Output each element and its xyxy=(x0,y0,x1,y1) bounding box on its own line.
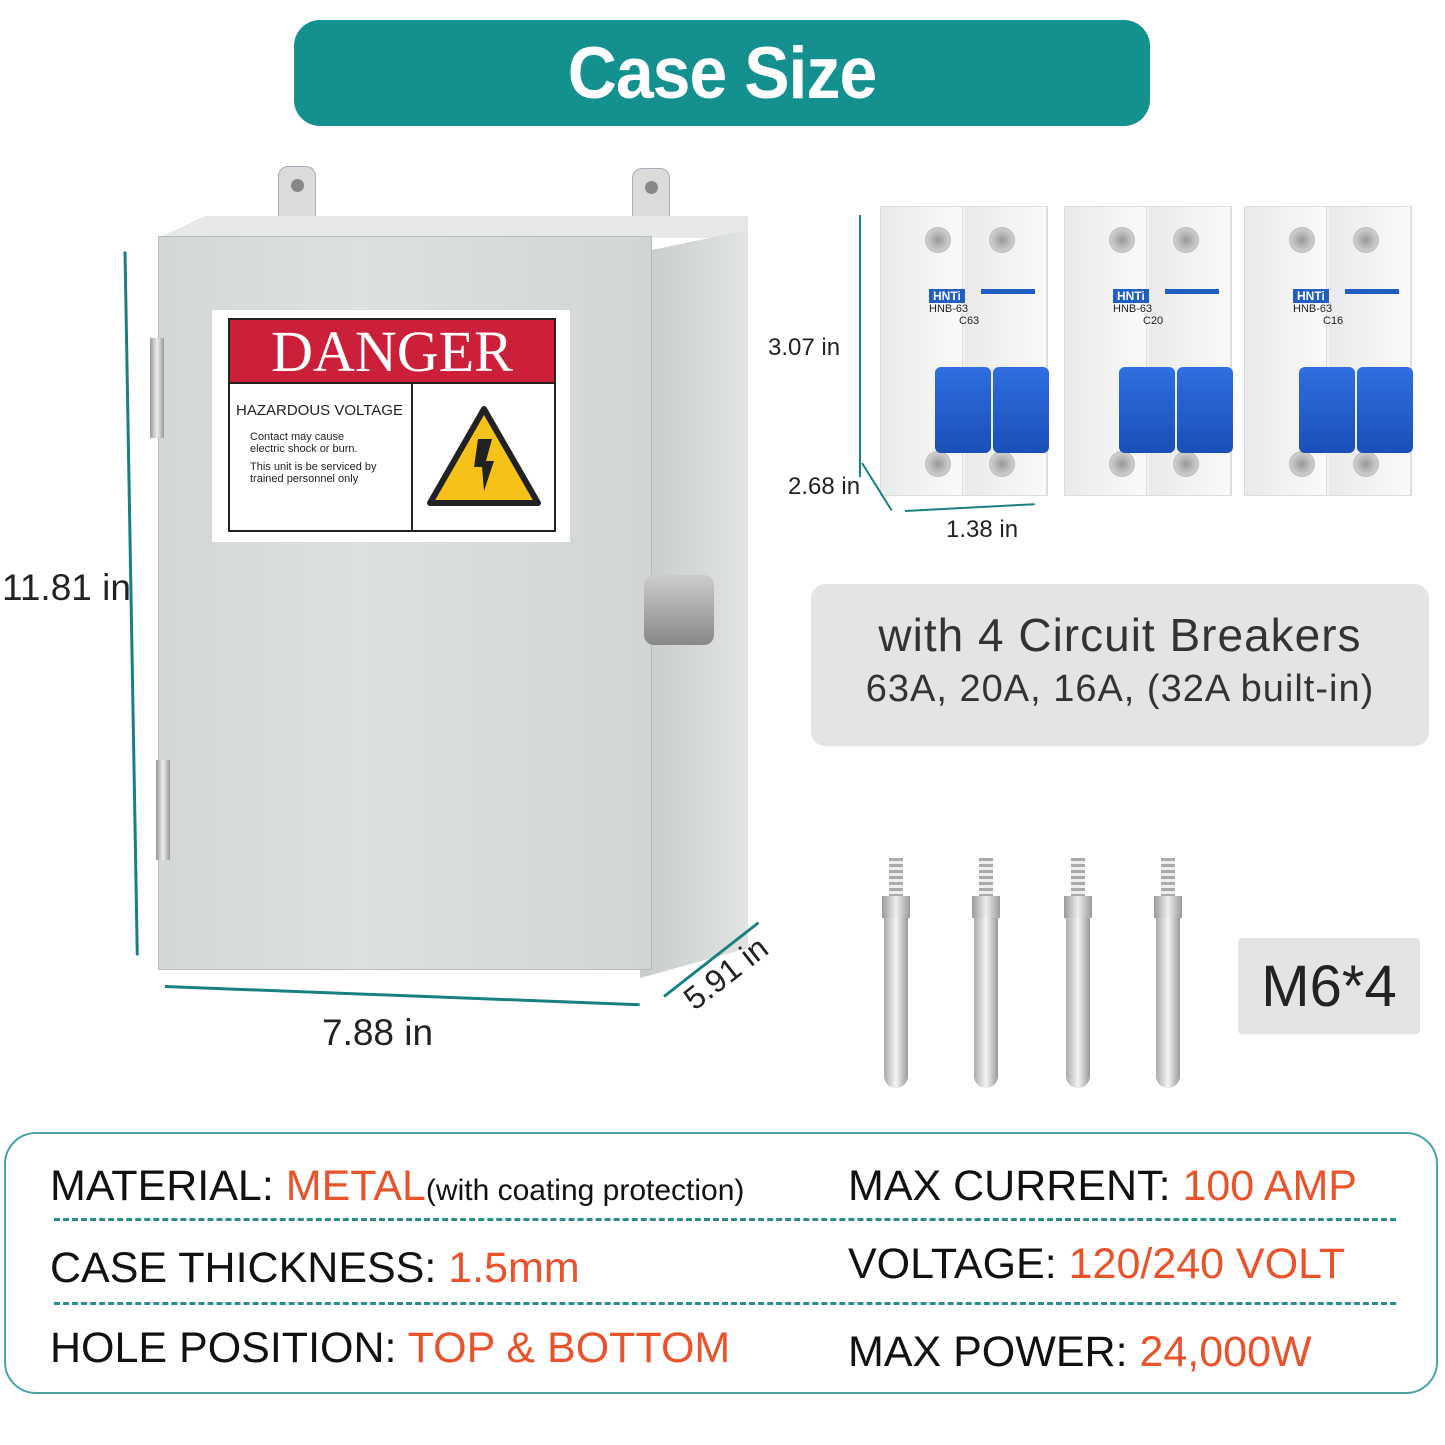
breaker-brand: HNTi xyxy=(1113,289,1149,303)
breaker-model: HNB-63 xyxy=(929,303,969,315)
spec-max-current: MAX CURRENT: 100 AMP xyxy=(848,1162,1357,1211)
breaker-width-label: 1.38 in xyxy=(946,516,1019,543)
mounting-tab xyxy=(632,168,670,220)
screw-icon xyxy=(925,227,951,253)
circuit-breaker: HNTi HNB-63 C63 xyxy=(880,206,1049,496)
screw-icon xyxy=(1289,451,1315,477)
spec-case-thickness: CASE THICKNESS: 1.5mm xyxy=(50,1244,580,1293)
breaker-toggle xyxy=(1357,367,1413,453)
spec-voltage: VOLTAGE: 120/240 VOLT xyxy=(848,1240,1345,1289)
specifications-panel: MATERIAL: METAL(with coating protection)… xyxy=(4,1132,1438,1394)
circuit-breaker: HNTi HNB-63 C20 xyxy=(1064,206,1233,496)
breaker-toggle xyxy=(993,367,1049,453)
title-banner: Case Size xyxy=(294,20,1150,126)
circuit-breakers-callout: with 4 Circuit Breakers 63A, 20A, 16A, (… xyxy=(811,584,1429,746)
spec-note: (with coating protection) xyxy=(425,1174,745,1207)
screw-icon xyxy=(989,227,1015,253)
box-height-label: 11.81 in xyxy=(2,567,131,608)
spec-label: CASE THICKNESS: xyxy=(50,1244,449,1292)
spec-label: MAX POWER: xyxy=(848,1328,1140,1376)
breaker-toggle xyxy=(1299,367,1355,453)
screw-icon xyxy=(1173,451,1199,477)
breaker-height-line xyxy=(859,215,861,477)
door-latch xyxy=(644,575,714,645)
breaker-stripe xyxy=(1345,289,1399,294)
enclosure-top xyxy=(158,216,748,238)
spec-hole-position: HOLE POSITION: TOP & BOTTOM xyxy=(50,1324,730,1373)
spec-value: 1.5mm xyxy=(448,1244,580,1292)
breaker-rating: C16 xyxy=(1323,315,1344,327)
screw-icon xyxy=(1353,451,1379,477)
spec-max-power: MAX POWER: 24,000W xyxy=(848,1328,1312,1377)
page-title: Case Size xyxy=(567,31,878,115)
spec-value: 120/240 VOLT xyxy=(1068,1240,1346,1288)
breaker-toggle xyxy=(1119,367,1175,453)
spec-label: VOLTAGE: xyxy=(848,1240,1069,1288)
spec-label: MATERIAL: xyxy=(50,1162,286,1210)
breaker-model: HNB-63 xyxy=(1113,303,1153,315)
danger-header: DANGER xyxy=(230,320,554,384)
expansion-bolt xyxy=(1152,858,1184,1098)
expansion-bolt xyxy=(970,858,1002,1098)
spec-label: MAX CURRENT: xyxy=(848,1162,1183,1210)
mounting-tab xyxy=(278,166,316,218)
breaker-stripe xyxy=(981,289,1035,294)
danger-label: DANGER HAZARDOUS VOLTAGE Contact may cau… xyxy=(212,310,570,542)
breaker-stripe xyxy=(1165,289,1219,294)
circuit-breakers-ratings: 63A, 20A, 16A, (32A built-in) xyxy=(865,668,1375,710)
spec-value: METAL xyxy=(285,1162,426,1210)
breaker-brand: HNTi xyxy=(1293,289,1329,303)
expansion-bolt xyxy=(880,858,912,1098)
breaker-height-label: 3.07 in xyxy=(768,334,841,361)
breaker-width-line xyxy=(904,503,1035,512)
screw-icon xyxy=(925,451,951,477)
spec-value: TOP & BOTTOM xyxy=(407,1324,731,1372)
circuit-breaker: HNTi HNB-63 C16 xyxy=(1244,206,1413,496)
danger-text: This unit is be serviced by trained pers… xyxy=(250,461,377,485)
screw-icon xyxy=(1173,227,1199,253)
screw-icon xyxy=(1109,451,1135,477)
spec-value: 100 AMP xyxy=(1182,1162,1357,1210)
divider xyxy=(54,1302,1396,1305)
divider xyxy=(54,1218,1396,1221)
screw-icon xyxy=(1289,227,1315,253)
screw-icon xyxy=(1353,227,1379,253)
screw-icon xyxy=(989,451,1015,477)
spec-label: HOLE POSITION: xyxy=(50,1324,408,1372)
breaker-rating: C63 xyxy=(959,315,980,327)
circuit-breakers-title: with 4 Circuit Breakers xyxy=(878,609,1362,661)
breaker-depth-label: 2.68 in xyxy=(788,473,861,500)
screw-icon xyxy=(1109,227,1135,253)
breaker-toggle xyxy=(1177,367,1233,453)
spec-material: MATERIAL: METAL(with coating protection) xyxy=(50,1162,744,1211)
breaker-model: HNB-63 xyxy=(1293,303,1333,315)
hinge xyxy=(150,338,164,438)
danger-subtitle: HAZARDOUS VOLTAGE xyxy=(236,402,403,419)
breaker-rating: C20 xyxy=(1143,315,1164,327)
hinge xyxy=(156,760,170,860)
width-dimension-line xyxy=(164,985,640,1007)
expansion-bolt xyxy=(1062,858,1094,1098)
high-voltage-warning-icon xyxy=(413,384,554,530)
bolts-label: M6*4 xyxy=(1238,938,1420,1034)
breaker-brand: HNTi xyxy=(929,289,965,303)
breaker-toggle xyxy=(935,367,991,453)
danger-text: Contact may cause electric shock or burn… xyxy=(250,431,358,455)
box-width-label: 7.88 in xyxy=(322,1012,434,1053)
spec-value: 24,000W xyxy=(1139,1328,1312,1376)
